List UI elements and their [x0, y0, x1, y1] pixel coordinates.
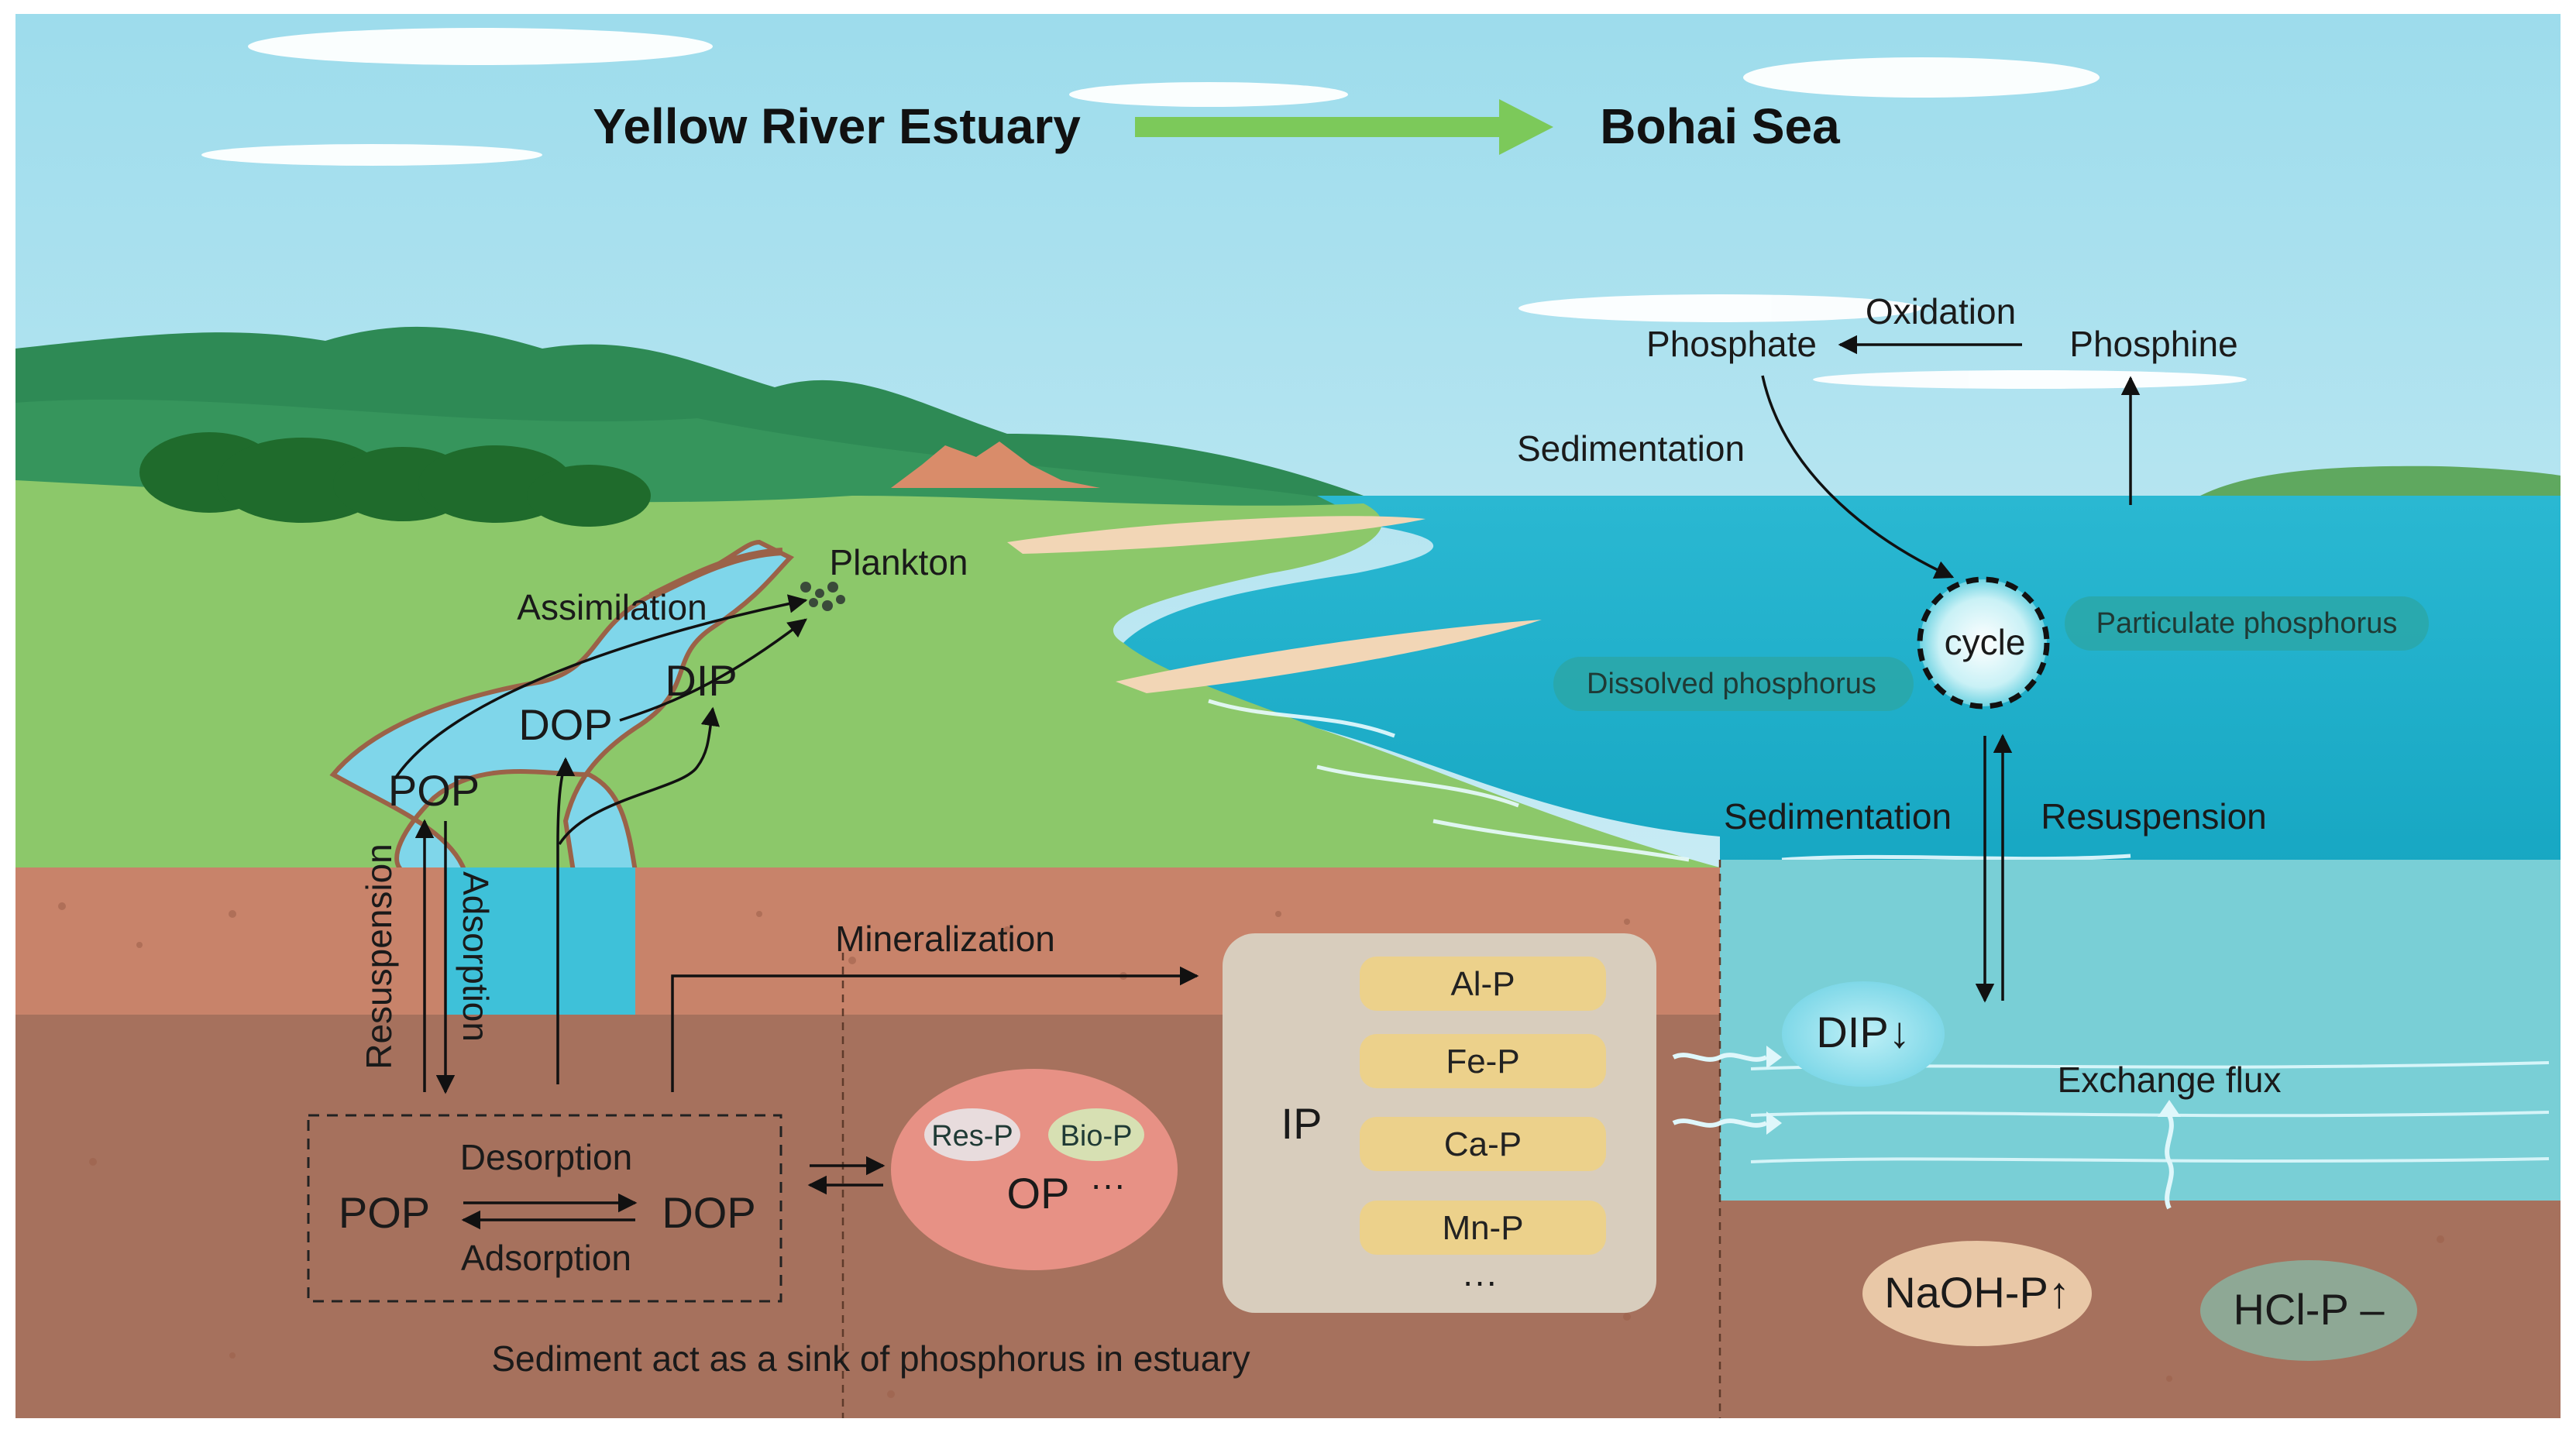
label-resuspension-vertical: Resuspension	[359, 843, 399, 1070]
label-adsorption-vertical: Adsorption	[456, 871, 496, 1042]
label-bio-p: Bio-P	[1061, 1120, 1133, 1153]
label-phosphine: Phosphine	[2069, 324, 2237, 364]
ip-chip	[1360, 1201, 1606, 1255]
trees	[139, 432, 651, 527]
label-box-pop: POP	[339, 1188, 430, 1237]
label-hcl-p: HCl-P –	[2233, 1285, 2385, 1334]
label-cycle: cycle	[1945, 622, 2026, 662]
particulate-pill	[2065, 596, 2429, 651]
hcl-p-ellipse	[2200, 1260, 2417, 1361]
label-oxidation: Oxidation	[1866, 291, 2016, 332]
label-river-dop: DOP	[518, 700, 612, 749]
arrow-to-dip	[558, 706, 721, 845]
dissolved-pill	[1553, 657, 1914, 711]
op-ellipsis: ···	[1090, 1164, 1126, 1204]
label-box-adsorption: Adsorption	[461, 1238, 631, 1278]
label-assimilation: Assimilation	[517, 587, 707, 627]
label-res-p: Res-P	[931, 1120, 1013, 1153]
flux-waves	[1672, 1053, 2174, 1210]
label-phosphate: Phosphate	[1646, 324, 1817, 364]
label-op: OP	[1007, 1169, 1070, 1218]
label-sea-resuspension: Resuspension	[2041, 796, 2267, 837]
bio-p-badge	[1048, 1108, 1144, 1161]
flow-arrow	[1135, 99, 1553, 155]
label-sedimentation-top: Sedimentation	[1517, 428, 1745, 469]
dip-bubble	[1782, 981, 1945, 1087]
plankton-icon	[800, 582, 845, 611]
arrow-to-dop	[555, 757, 576, 1084]
res-p-badge	[924, 1108, 1020, 1161]
arrow-mineralization	[671, 966, 1199, 1092]
arrow-assimilation	[394, 594, 808, 779]
label-exchange-flux: Exchange flux	[2058, 1060, 2282, 1100]
label-dissolved: Dissolved phosphorus	[1587, 668, 1876, 700]
ip-ellipsis: ···	[1462, 1261, 1498, 1301]
sandbar	[1007, 516, 1426, 554]
label-desorption: Desorption	[460, 1137, 632, 1177]
title-bohai-sea: Bohai Sea	[1600, 98, 1840, 154]
label-plankton: Plankton	[829, 542, 968, 582]
arrow-phosphate-sedimentation	[1761, 375, 1955, 579]
river	[329, 539, 795, 874]
naoh-p-ellipse	[1862, 1241, 2092, 1346]
arrow-dip-to-plankton	[619, 618, 807, 722]
sink-caption: Sediment act as a sink of phosphorus in …	[491, 1338, 1250, 1379]
label-naoh-p: NaOH-P↑	[1884, 1268, 2070, 1317]
title-yellow-river-estuary: Yellow River Estuary	[593, 98, 1081, 154]
cycle-circle	[1917, 576, 2050, 709]
ip-chip	[1360, 1034, 1606, 1088]
label-box-dop: DOP	[662, 1188, 755, 1237]
label-sea-dip: DIP↓	[1816, 1008, 1910, 1056]
ip-chip-label: Al-P	[1450, 965, 1515, 1003]
ip-chip-label: Ca-P	[1444, 1125, 1522, 1163]
label-sea-sedimentation: Sedimentation	[1724, 796, 1952, 837]
river-channel	[445, 867, 635, 1015]
label-ip: IP	[1281, 1099, 1322, 1148]
rock-outcrop	[891, 441, 1100, 488]
label-river-dip: DIP	[665, 656, 737, 705]
ip-chip-label: Fe-P	[1446, 1043, 1519, 1080]
ip-chip	[1360, 1117, 1606, 1171]
ip-chip-list: Al-P Fe-P Ca-P Mn-P	[1360, 957, 1606, 1255]
distant-shore	[2200, 465, 2561, 496]
ip-chip	[1360, 957, 1606, 1011]
label-mineralization: Mineralization	[835, 919, 1055, 959]
label-particulate: Particulate phosphorus	[2096, 607, 2398, 640]
ip-chip-label: Mn-P	[1442, 1209, 1523, 1247]
label-river-pop: POP	[388, 766, 480, 815]
sediment-exchange-box	[307, 1114, 782, 1303]
